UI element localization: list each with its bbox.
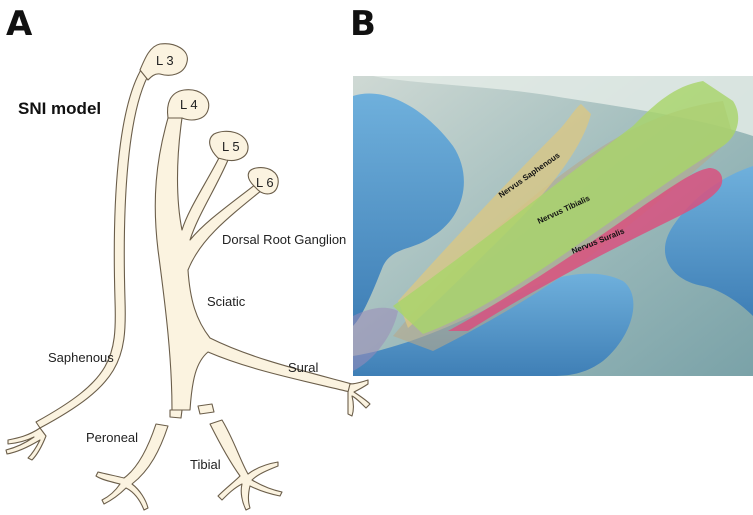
surgical-photo: Nervus Saphenous Nervus Tibialis Nervus … xyxy=(353,76,753,376)
label-l5: L 5 xyxy=(222,139,240,154)
tibial-nerve xyxy=(210,420,282,510)
sciatic-trunk xyxy=(155,118,352,410)
cut-stump-right xyxy=(198,404,214,414)
label-sciatic: Sciatic xyxy=(207,294,246,309)
label-tibial: Tibial xyxy=(190,457,221,472)
sni-nerve-diagram: SNI model L 3 L 4 L 5 L 6 Dorsal Root Ga… xyxy=(0,0,400,515)
cut-stump-left xyxy=(170,410,182,418)
saphenous-nerve xyxy=(36,68,150,428)
label-l3: L 3 xyxy=(156,53,174,68)
label-sural: Sural xyxy=(288,360,318,375)
label-saphenous: Saphenous xyxy=(48,350,114,365)
label-l4: L 4 xyxy=(180,97,198,112)
sural-branches xyxy=(348,380,370,416)
saphenous-branches xyxy=(6,428,46,460)
label-drg: Dorsal Root Ganglion xyxy=(222,232,346,247)
diagram-title: SNI model xyxy=(18,99,101,118)
label-l6: L 6 xyxy=(256,175,274,190)
label-peroneal: Peroneal xyxy=(86,430,138,445)
